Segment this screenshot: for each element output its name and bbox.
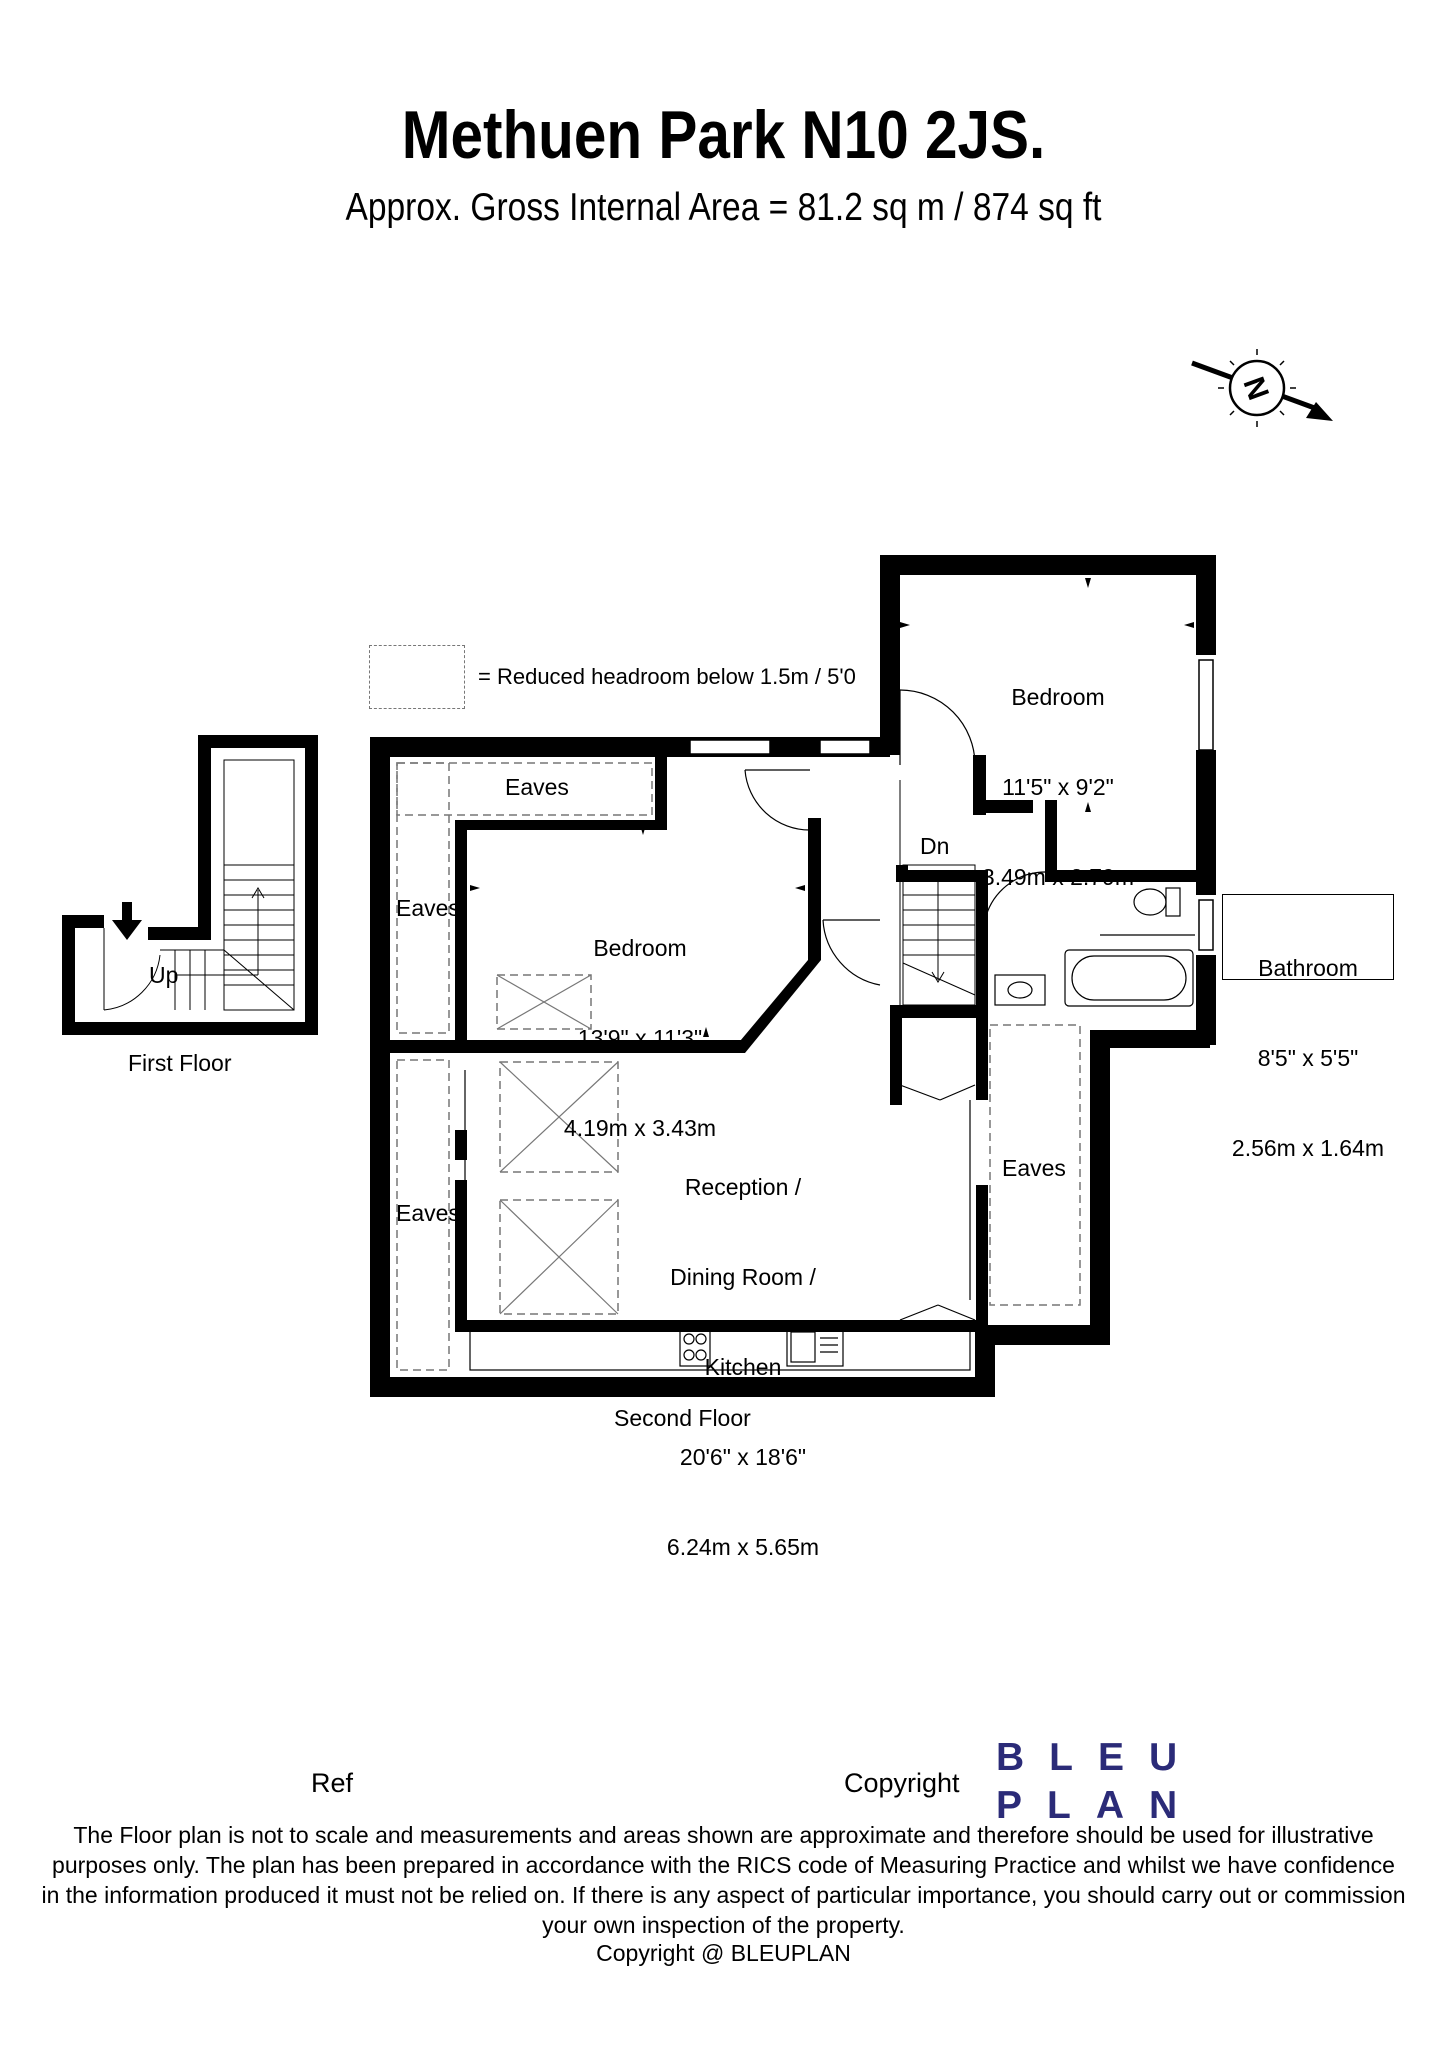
- bathroom-name: Bathroom: [1258, 955, 1358, 981]
- stairs-down-label: Dn: [920, 833, 950, 859]
- bathroom-imperial: 8'5" x 5'5": [1257, 1045, 1359, 1071]
- kitchen-units: [469, 1324, 971, 1371]
- bedroom-1-label: Bedroom 11'5" x 9'2" 3.49m x 2.79m: [968, 622, 1148, 922]
- disclaimer-text: The Floor plan is not to scale and measu…: [41, 1822, 1406, 1938]
- windows: [689, 659, 1214, 951]
- reception-label: Reception / Dining Room / Kitchen 20'6" …: [633, 1112, 853, 1592]
- bedroom-1-imperial: 11'5" x 9'2": [1002, 774, 1114, 800]
- eaves-label-top: Eaves: [505, 774, 569, 800]
- reception-name-line3: Kitchen: [704, 1354, 782, 1380]
- bathroom-label-box: [1222, 894, 1394, 980]
- bedroom-1-name: Bedroom: [1011, 684, 1105, 710]
- first-floor-stairs: [103, 759, 295, 1011]
- doors: [464, 689, 1046, 1321]
- eaves-label-right: Eaves: [1002, 1155, 1066, 1181]
- measure-ticks: [470, 578, 1194, 1037]
- second-floor-label: Second Floor: [614, 1405, 751, 1431]
- logo-line-1: BLEU: [996, 1736, 1203, 1779]
- bleuplan-logo: BLEU PLAN: [996, 1734, 1202, 1830]
- stairs-up-label: Up: [149, 962, 179, 988]
- legend-text: = Reduced headroom below 1.5m / 5'0: [478, 664, 856, 689]
- reception-metric: 6.24m x 5.65m: [666, 1534, 820, 1560]
- bathroom-label: Bathroom 8'5" x 5'5" 2.56m x 1.64m: [1222, 893, 1394, 1193]
- bathroom-fixtures: [994, 887, 1195, 1007]
- first-floor-walls: [62, 735, 318, 1035]
- legend-swatch: [369, 645, 465, 709]
- down-arrow-icon: [112, 902, 142, 940]
- page-title: Methuen Park N10 2JS.: [401, 97, 1046, 173]
- ref-label: Ref: [311, 1768, 354, 1798]
- eaves-label-left-upper: Eaves: [396, 895, 460, 921]
- bathroom-metric: 2.56m x 1.64m: [1231, 1135, 1385, 1161]
- disclaimer-copyright: Copyright @ BLEUPLAN: [596, 1940, 851, 1966]
- reception-name-line1: Reception /: [684, 1174, 802, 1200]
- gross-area-subtitle: Approx. Gross Internal Area = 81.2 sq m …: [345, 186, 1102, 229]
- skylight-crosses: [496, 974, 619, 1315]
- bedroom-2-label: Bedroom 13'9" x 11'3" 4.19m x 3.43m: [540, 873, 740, 1173]
- reduced-headroom-areas: [396, 762, 1081, 1371]
- bedroom-2-imperial: 13'9" x 11'3": [577, 1025, 703, 1051]
- bedroom-2-metric: 4.19m x 3.43m: [563, 1115, 717, 1141]
- first-floor-label: First Floor: [128, 1050, 232, 1076]
- bedroom-2-name: Bedroom: [593, 935, 687, 961]
- reception-name-line2: Dining Room /: [670, 1264, 816, 1290]
- reception-imperial: 20'6" x 18'6": [679, 1444, 807, 1470]
- eaves-label-left-lower: Eaves: [396, 1200, 460, 1226]
- logo-line-2: PLAN: [996, 1784, 1203, 1827]
- second-floor-walls: [370, 555, 1216, 1397]
- bedroom-1-metric: 3.49m x 2.79m: [981, 864, 1135, 890]
- copyright-label: Copyright: [844, 1768, 960, 1798]
- second-floor-stairs: [899, 780, 976, 1006]
